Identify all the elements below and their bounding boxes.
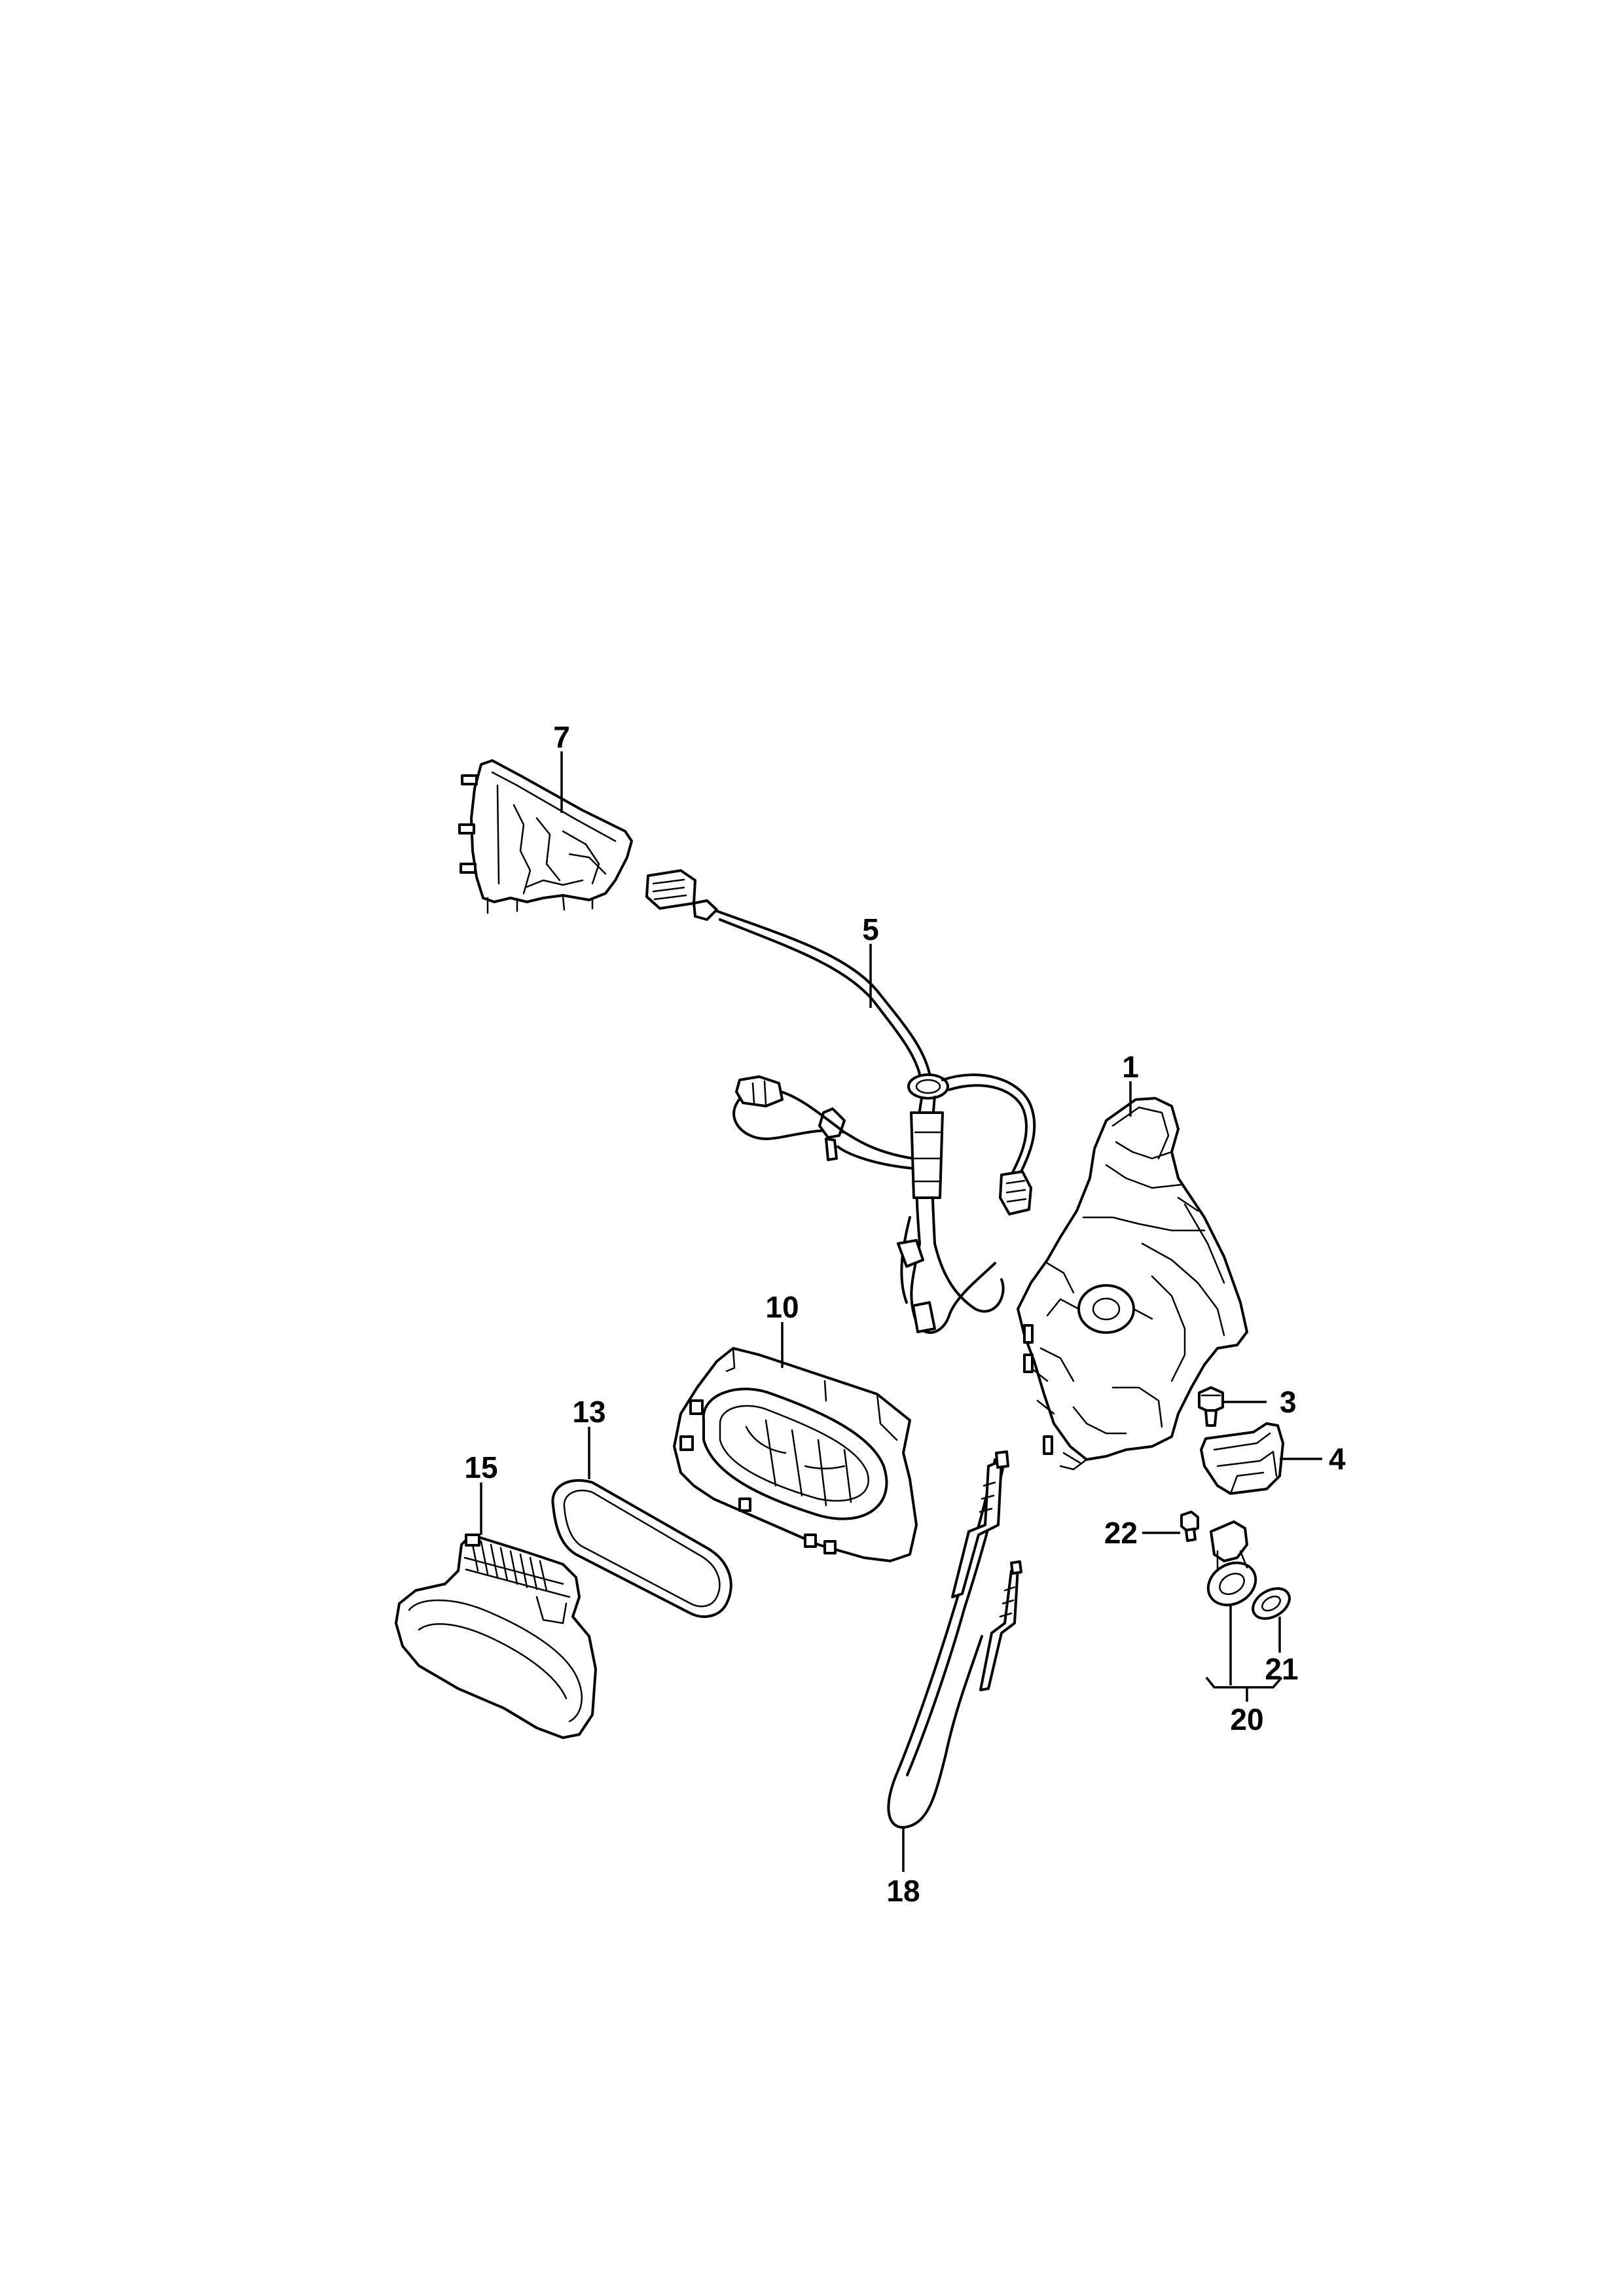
callout-labels: 7 5 1 3 4 22 10 13 15 18 21 20: [464, 720, 1346, 1908]
part-22-screw: [1180, 1511, 1199, 1542]
callout-21: 21: [1265, 1652, 1298, 1686]
callout-5: 5: [862, 912, 879, 946]
part-21-gasket: [1252, 1587, 1291, 1620]
part-5-wiring-harness: [645, 869, 1036, 1334]
part-20-lock-housing: [1206, 1520, 1257, 1607]
leader-lines: [480, 751, 1322, 1872]
part-15-outer-handle: [395, 1534, 597, 1739]
part-18-release-cable: [887, 1450, 1022, 1829]
callout-15: 15: [464, 1450, 497, 1484]
callout-3: 3: [1280, 1385, 1297, 1419]
callout-4: 4: [1329, 1442, 1346, 1476]
callout-20: 20: [1230, 1702, 1263, 1736]
callout-22: 22: [1104, 1516, 1138, 1550]
callout-1: 1: [1122, 1050, 1139, 1084]
callout-7: 7: [553, 720, 570, 754]
part-7-bracket: [458, 759, 633, 914]
callout-10: 10: [765, 1290, 799, 1324]
part-3-screw: [1198, 1386, 1224, 1427]
part-4-cover: [1200, 1422, 1284, 1495]
part-13-seal: [551, 1479, 732, 1618]
bracket-20: [1205, 1676, 1283, 1689]
callout-13: 13: [572, 1395, 605, 1429]
callout-18: 18: [886, 1874, 920, 1908]
part-10-handle-frame: [673, 1347, 918, 1562]
part-1-door-latch-actuator: [1017, 1097, 1248, 1471]
